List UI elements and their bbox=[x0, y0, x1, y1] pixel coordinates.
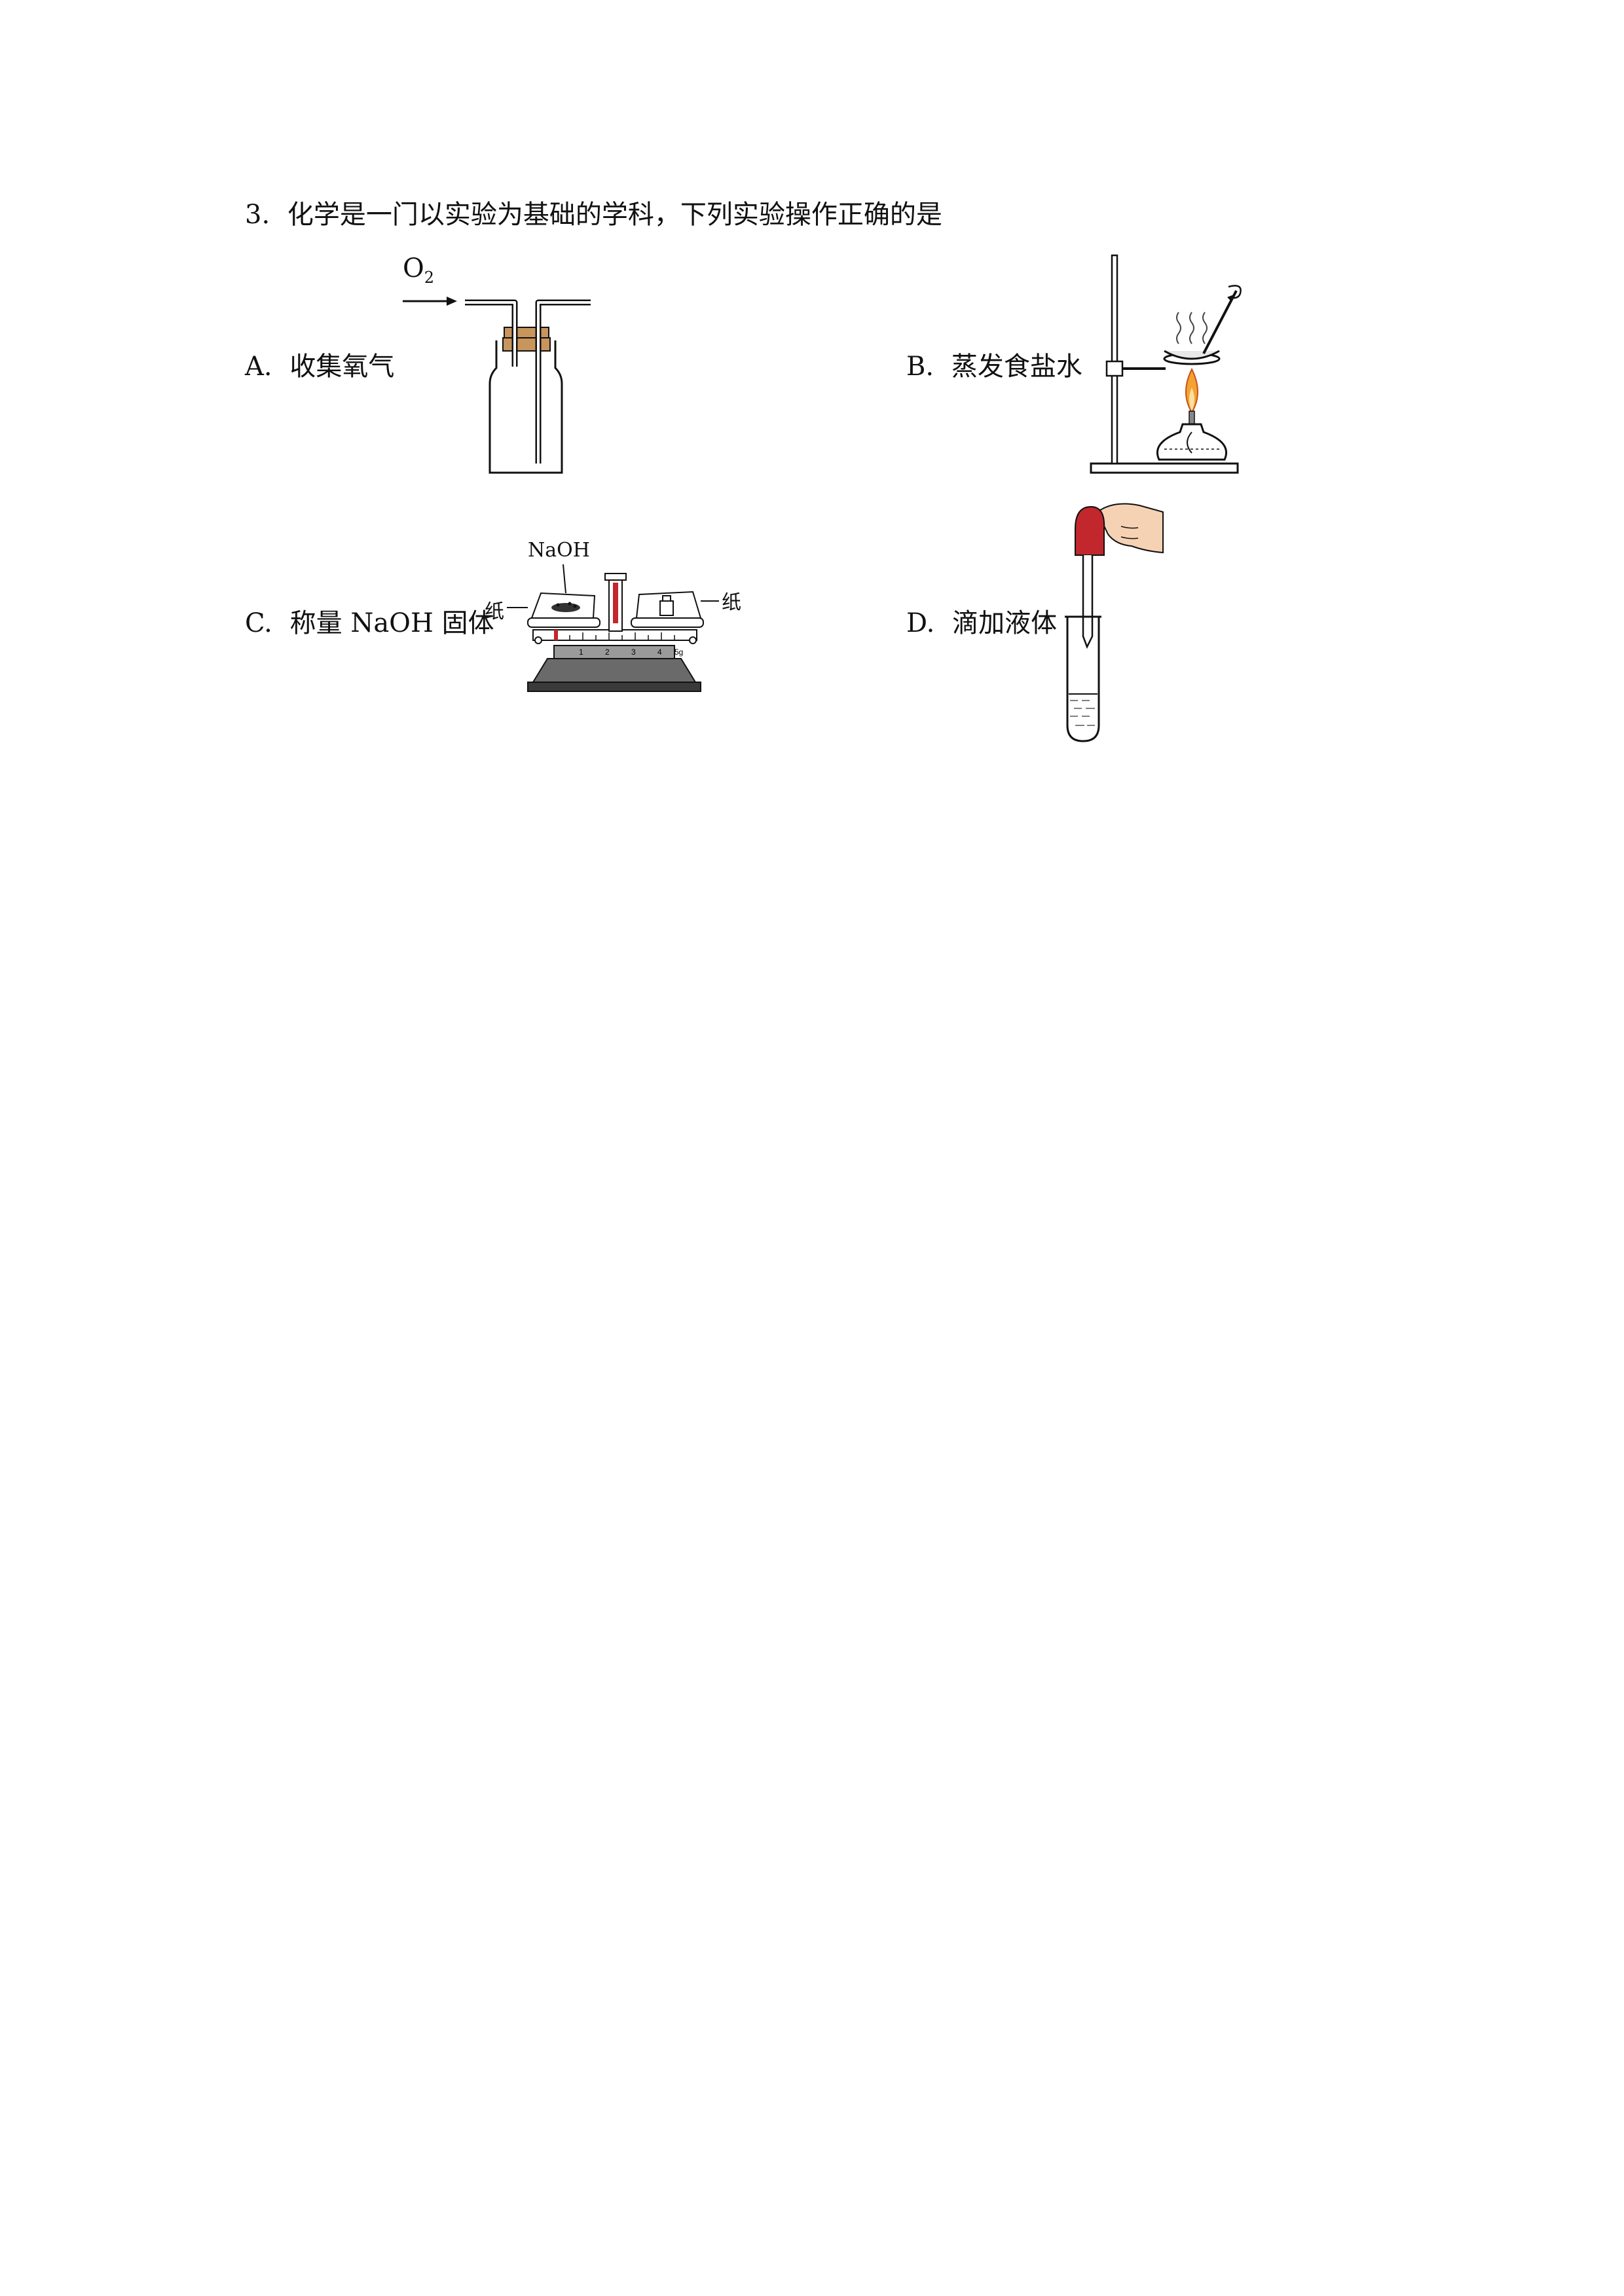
option-d-letter: D. bbox=[906, 608, 935, 638]
option-d-text: 滴加液体 bbox=[952, 608, 1058, 638]
figure-a-oxygen-collection: O2 bbox=[393, 255, 602, 478]
figure-b-evaporation bbox=[1087, 249, 1244, 484]
scale-tick-2: 2 bbox=[605, 647, 610, 657]
naoh-label: NaOH bbox=[528, 539, 590, 562]
scale-tick-5g: 5g bbox=[674, 647, 683, 657]
option-b-letter: B. bbox=[906, 352, 934, 382]
scale-tick-3: 3 bbox=[631, 647, 636, 657]
question-number: 3. bbox=[245, 200, 270, 230]
option-b[interactable]: B. 蒸发食盐水 bbox=[906, 354, 1082, 380]
option-a-text: 收集氧气 bbox=[289, 352, 395, 382]
question-stem: 3. 化学是一门以实验为基础的学科，下列实验操作正确的是 bbox=[245, 202, 942, 228]
option-c-text: 称量 NaOH 固体 bbox=[289, 608, 494, 638]
dropper-drawing bbox=[1065, 503, 1164, 742]
question-text: 化学是一门以实验为基础的学科，下列实验操作正确的是 bbox=[287, 200, 942, 230]
option-b-text: 蒸发食盐水 bbox=[951, 352, 1082, 382]
figure-a-o2-label: O2 bbox=[403, 253, 435, 287]
figure-d-dropper bbox=[1048, 498, 1166, 746]
figure-c-balance: NaOH 纸 纸 1 2 3 4 5g bbox=[485, 537, 747, 701]
option-a[interactable]: A. 收集氧气 bbox=[245, 354, 394, 380]
gas-bottle-drawing bbox=[403, 297, 591, 474]
option-d[interactable]: D. 滴加液体 bbox=[906, 610, 1057, 636]
option-c-letter: C. bbox=[245, 608, 272, 638]
paper-label-left: 纸 bbox=[485, 600, 504, 623]
scale-tick-4: 4 bbox=[657, 647, 662, 657]
evaporation-drawing bbox=[1090, 254, 1242, 474]
option-c[interactable]: C. 称量 NaOH 固体 bbox=[245, 610, 494, 636]
scale-tick-1: 1 bbox=[579, 647, 583, 657]
balance-drawing: 1 2 3 4 5g bbox=[507, 564, 719, 692]
option-a-letter: A. bbox=[245, 352, 272, 382]
paper-label-right: 纸 bbox=[722, 591, 741, 614]
